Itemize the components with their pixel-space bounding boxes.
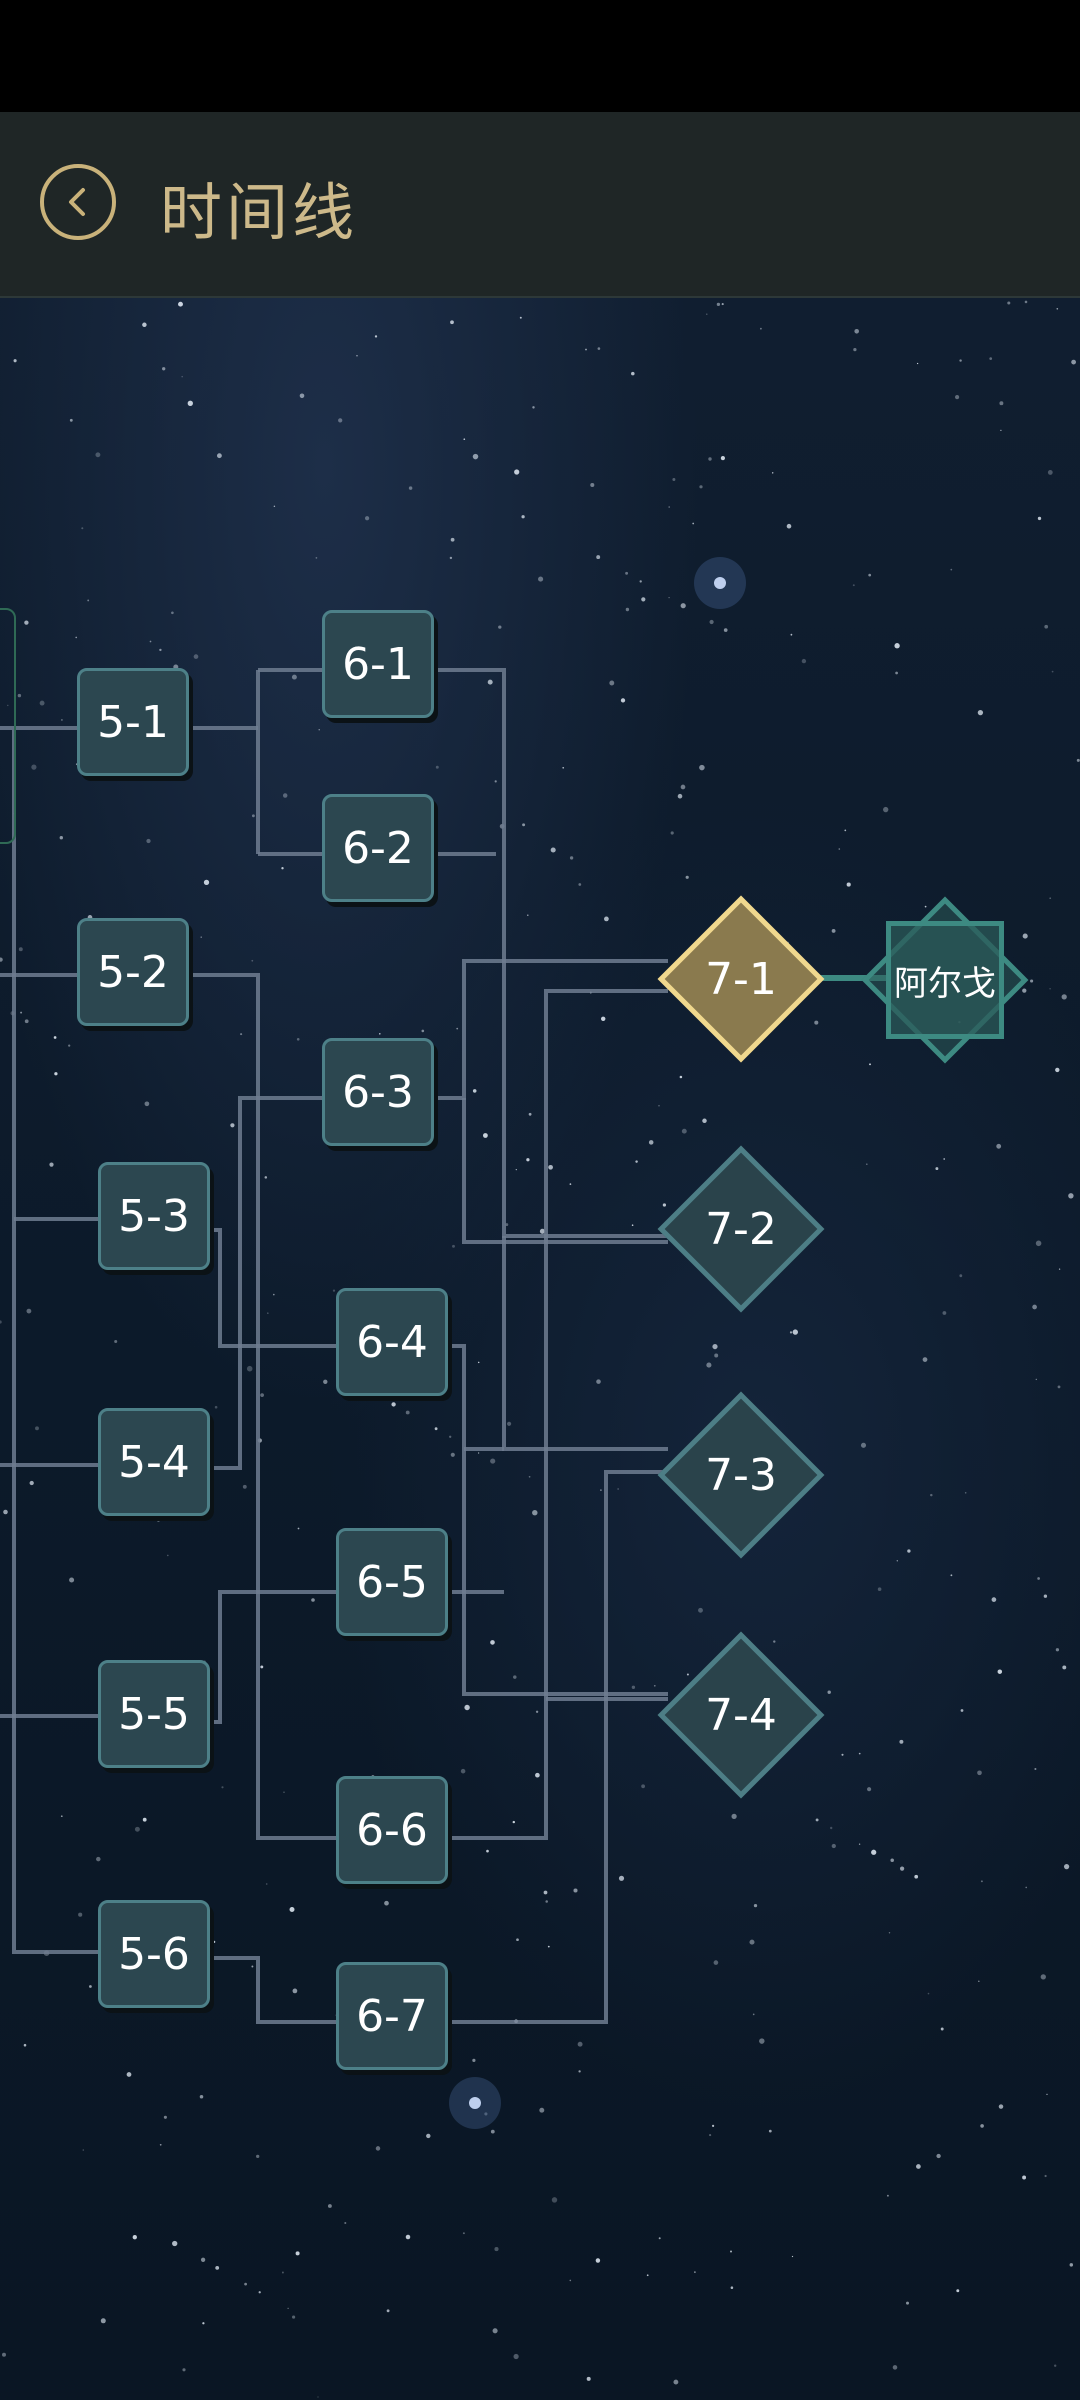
stage-label: 7-4 <box>705 1689 777 1741</box>
stage-node-6-4[interactable]: 6-4 <box>336 1288 448 1396</box>
status-bar <box>0 0 1080 112</box>
stage-node-7-4[interactable]: 7-4 <box>657 1631 825 1799</box>
stage-node-6-3[interactable]: 6-3 <box>322 1038 434 1146</box>
boss-node[interactable]: 阿尔戈 <box>860 895 1030 1065</box>
side-drawer-handle[interactable] <box>0 608 16 844</box>
back-button[interactable] <box>40 164 116 240</box>
boss-label: 阿尔戈 <box>894 963 996 1004</box>
timeline-map[interactable]: 5-1 5-2 5-3 5-4 5-5 5-6 6-1 6-2 6-3 6-4 … <box>0 298 1080 2400</box>
stage-node-5-3[interactable]: 5-3 <box>98 1162 210 1270</box>
stage-node-5-1[interactable]: 5-1 <box>77 668 189 776</box>
stage-node-7-1-current[interactable]: 7-1 <box>657 895 825 1063</box>
stage-label: 7-3 <box>705 1449 777 1501</box>
connector-lines <box>0 668 888 2024</box>
stage-node-5-4[interactable]: 5-4 <box>98 1408 210 1516</box>
stage-node-6-1[interactable]: 6-1 <box>322 610 434 718</box>
stage-label: 7-2 <box>705 1203 777 1255</box>
stage-node-6-6[interactable]: 6-6 <box>336 1776 448 1884</box>
stage-node-6-7[interactable]: 6-7 <box>336 1962 448 2070</box>
stage-node-5-6[interactable]: 5-6 <box>98 1900 210 2008</box>
page-title: 时间线 <box>160 176 359 249</box>
stage-node-5-2[interactable]: 5-2 <box>77 918 189 1026</box>
stage-node-6-2[interactable]: 6-2 <box>322 794 434 902</box>
top-bar: 时间线 <box>0 112 1080 298</box>
stage-node-7-2[interactable]: 7-2 <box>657 1145 825 1313</box>
stage-node-6-5[interactable]: 6-5 <box>336 1528 448 1636</box>
stage-node-5-5[interactable]: 5-5 <box>98 1660 210 1768</box>
stage-node-7-3[interactable]: 7-3 <box>657 1391 825 1559</box>
stage-label: 7-1 <box>705 953 777 1005</box>
boss-square-frame-icon <box>886 921 1004 1039</box>
chevron-left-icon <box>69 188 85 216</box>
